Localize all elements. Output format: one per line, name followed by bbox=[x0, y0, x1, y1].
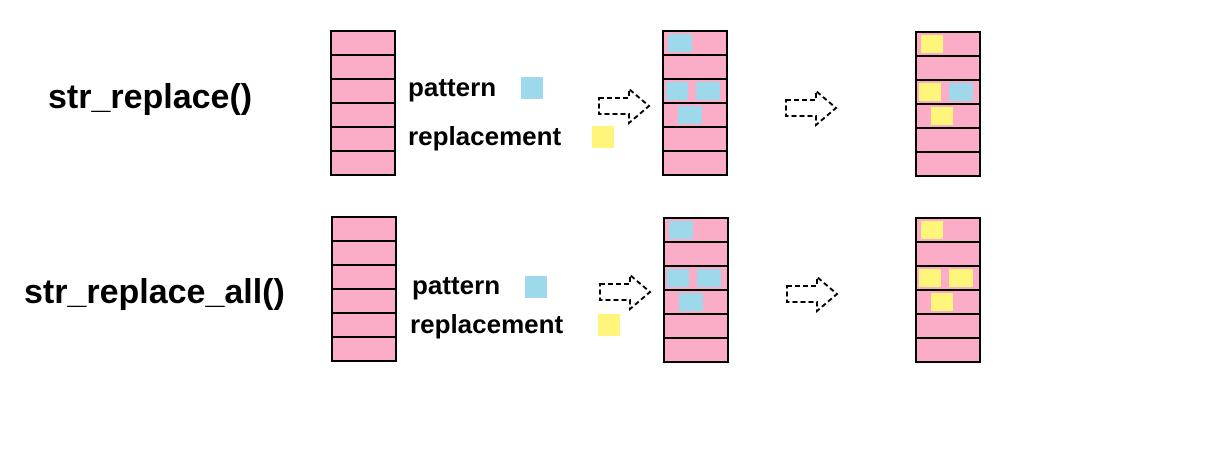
string-row bbox=[664, 152, 726, 174]
function-title-str-replace: str_replace() bbox=[48, 78, 253, 116]
result-string-stack bbox=[915, 31, 981, 177]
string-row bbox=[333, 338, 395, 360]
matched-string-stack bbox=[663, 217, 729, 363]
string-row bbox=[917, 315, 979, 337]
string-row bbox=[333, 266, 395, 288]
string-row bbox=[333, 242, 395, 264]
string-row bbox=[917, 339, 979, 361]
string-row bbox=[332, 32, 394, 54]
string-row bbox=[917, 219, 979, 241]
string-row bbox=[917, 57, 979, 79]
string-row bbox=[664, 80, 726, 102]
string-row bbox=[333, 314, 395, 336]
original-string-stack bbox=[330, 30, 396, 176]
replacement-cell bbox=[921, 221, 943, 239]
string-row bbox=[665, 315, 727, 337]
string-row bbox=[665, 339, 727, 361]
result-string-stack bbox=[915, 217, 981, 363]
string-row bbox=[917, 291, 979, 313]
legend-replacement-label: replacement bbox=[408, 121, 562, 151]
string-row bbox=[665, 219, 727, 241]
original-string-stack bbox=[331, 216, 397, 362]
string-row bbox=[664, 32, 726, 54]
legend-replacement-label: replacement bbox=[410, 309, 564, 339]
string-row bbox=[332, 56, 394, 78]
pattern-match bbox=[679, 293, 703, 311]
replacement-swatch bbox=[598, 314, 620, 336]
function-title-str-replace-all: str_replace_all() bbox=[24, 273, 285, 311]
string-row bbox=[665, 267, 727, 289]
replacement-swatch bbox=[592, 126, 614, 148]
pattern-match bbox=[669, 221, 693, 239]
pattern-match bbox=[678, 106, 702, 124]
legend-pattern-label: pattern bbox=[412, 270, 501, 300]
dashed-arrow-icon bbox=[786, 274, 839, 314]
string-row bbox=[332, 152, 394, 174]
pattern-match bbox=[667, 269, 689, 287]
replacement-cell bbox=[919, 83, 941, 101]
pattern-match bbox=[666, 82, 688, 100]
replacement-cell bbox=[949, 269, 973, 287]
string-row bbox=[333, 290, 395, 312]
dashed-arrow-icon bbox=[599, 272, 652, 312]
string-row bbox=[664, 56, 726, 78]
replacement-cell bbox=[931, 107, 953, 125]
string-row bbox=[917, 81, 979, 103]
matched-string-stack bbox=[662, 30, 728, 176]
string-row bbox=[332, 128, 394, 150]
pattern-match bbox=[949, 83, 973, 101]
legend-pattern-label: pattern bbox=[408, 72, 497, 102]
pattern-swatch bbox=[525, 276, 547, 298]
string-row bbox=[917, 33, 979, 55]
pattern-swatch bbox=[521, 77, 543, 99]
string-row bbox=[917, 153, 979, 175]
string-row bbox=[664, 104, 726, 126]
string-row bbox=[917, 105, 979, 127]
string-row bbox=[664, 128, 726, 150]
replacement-cell bbox=[921, 35, 943, 53]
pattern-match bbox=[696, 82, 720, 100]
string-row bbox=[917, 267, 979, 289]
dashed-arrow-icon bbox=[598, 86, 651, 126]
replacement-cell bbox=[931, 293, 953, 311]
string-row bbox=[665, 291, 727, 313]
string-row bbox=[332, 104, 394, 126]
string-row bbox=[917, 129, 979, 151]
string-row bbox=[332, 80, 394, 102]
dashed-arrow-icon bbox=[785, 88, 838, 128]
string-row bbox=[333, 218, 395, 240]
replacement-cell bbox=[919, 269, 941, 287]
pattern-match bbox=[697, 269, 721, 287]
string-row bbox=[665, 243, 727, 265]
string-row bbox=[917, 243, 979, 265]
pattern-match bbox=[668, 34, 692, 52]
